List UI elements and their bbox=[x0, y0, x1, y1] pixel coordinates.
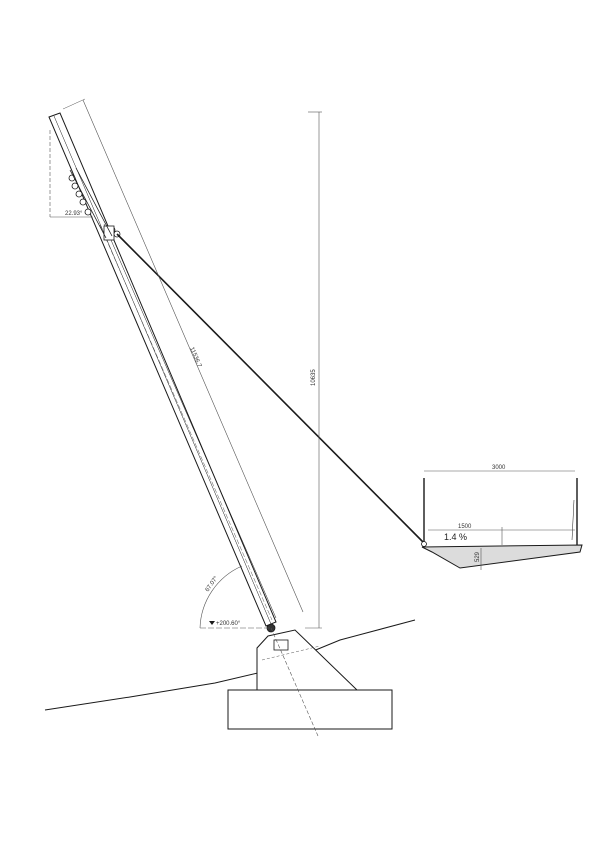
elevation-marker-icon bbox=[209, 621, 215, 625]
deck-width-label: 3000 bbox=[492, 465, 506, 471]
deck-half-label: 1500 bbox=[458, 524, 472, 530]
stay-cable bbox=[116, 233, 425, 544]
height-label: 10635 bbox=[311, 369, 317, 386]
elevation-label: +200.60° bbox=[216, 621, 241, 627]
cable-anchorage bbox=[68, 167, 121, 241]
length-dim-line bbox=[82, 99, 304, 613]
deck-slope-label: 1.4 % bbox=[444, 532, 467, 542]
deck-section bbox=[421, 478, 583, 569]
pylon bbox=[48, 112, 277, 627]
axis-line bbox=[270, 627, 319, 737]
foundation-block bbox=[227, 689, 393, 730]
tilt-angle-label: 22.93° bbox=[65, 211, 83, 217]
pylon-length-label: 11536.7 bbox=[188, 346, 202, 369]
base-angle-arc bbox=[199, 565, 243, 629]
bearing-plate bbox=[273, 639, 289, 651]
ground-line bbox=[44, 619, 416, 711]
deck-depth-label: 529 bbox=[475, 551, 481, 562]
